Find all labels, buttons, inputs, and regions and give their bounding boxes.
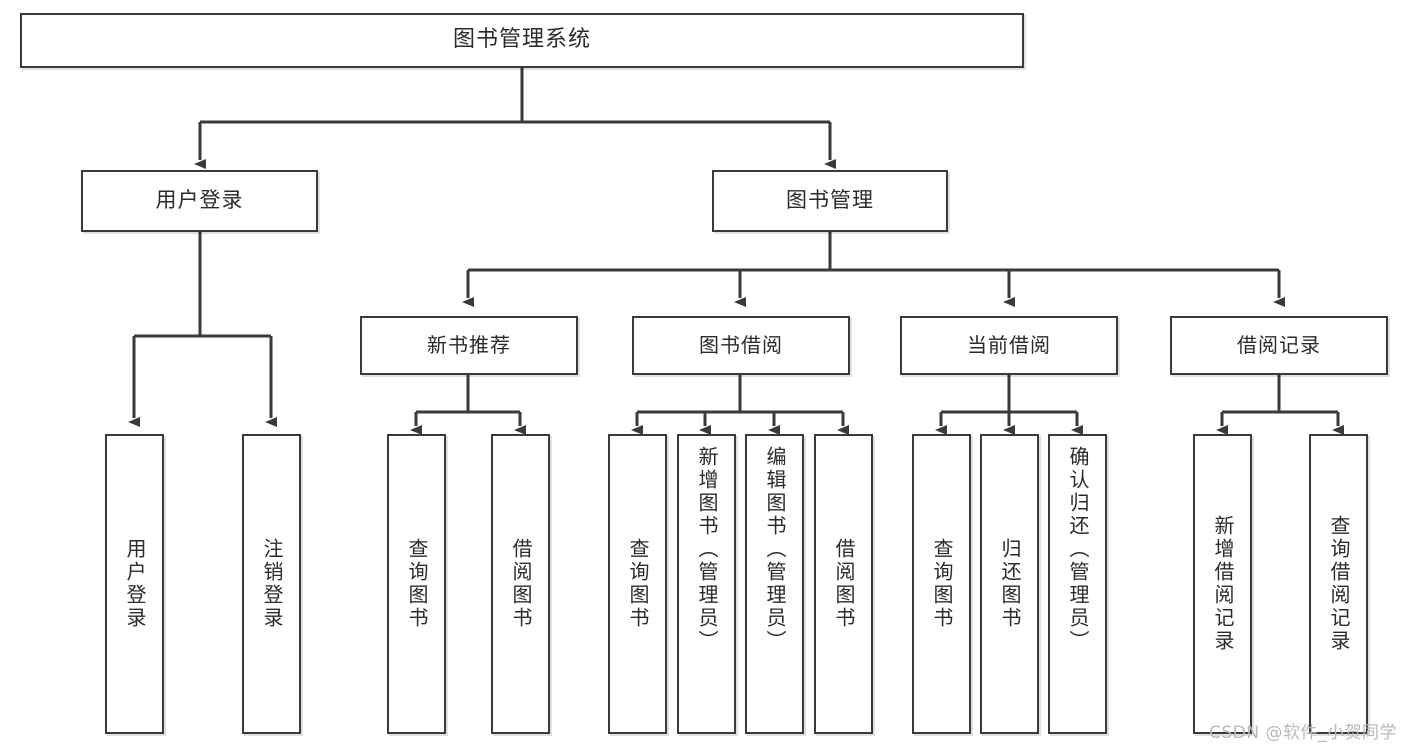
node-label: 借阅图书 (832, 538, 856, 630)
node-label: 新增图书（管理员） (695, 446, 719, 653)
node-borrow-record[interactable]: 借阅记录 (1170, 316, 1388, 375)
node-current-borrow[interactable]: 当前借阅 (900, 316, 1118, 375)
node-label: 用户登录 (123, 538, 147, 630)
node-label: 新书推荐 (427, 333, 511, 358)
node-leaf-add-borrow-record[interactable]: 新增借阅记录 (1193, 434, 1252, 734)
node-label: 当前借阅 (967, 333, 1051, 358)
node-leaf-borrow-book-recommend[interactable]: 借阅图书 (491, 434, 550, 734)
node-label: 新增借阅记录 (1211, 515, 1235, 653)
node-label: 查询图书 (626, 538, 650, 630)
node-leaf-borrow-book[interactable]: 借阅图书 (814, 434, 873, 734)
node-label: 图书管理系统 (452, 27, 591, 53)
node-label: 借阅记录 (1237, 333, 1321, 358)
node-label: 编辑图书（管理员） (763, 446, 787, 653)
node-leaf-return-book[interactable]: 归还图书 (980, 434, 1039, 734)
node-label: 图书借阅 (699, 333, 783, 358)
node-leaf-logout[interactable]: 注销登录 (242, 434, 301, 734)
node-leaf-user-login[interactable]: 用户登录 (105, 434, 164, 734)
node-label: 借阅图书 (509, 538, 533, 630)
node-book-management-system[interactable]: 图书管理系统 (20, 13, 1024, 68)
node-leaf-add-book[interactable]: 新增图书（管理员） (677, 434, 736, 734)
node-book-borrow[interactable]: 图书借阅 (632, 316, 850, 375)
node-leaf-query-book-current[interactable]: 查询图书 (912, 434, 971, 734)
node-label: 用户登录 (155, 188, 244, 213)
node-label: 图书管理 (786, 188, 874, 213)
node-leaf-query-book-recommend[interactable]: 查询图书 (387, 434, 446, 734)
node-label: 归还图书 (998, 538, 1022, 630)
watermark-text: CSDN @软件_小贺同学 (1209, 723, 1397, 743)
node-new-book-recommend[interactable]: 新书推荐 (360, 316, 578, 375)
node-label: 查询图书 (405, 538, 429, 630)
node-leaf-query-borrow-record[interactable]: 查询借阅记录 (1309, 434, 1368, 734)
node-label: 查询借阅记录 (1327, 515, 1351, 653)
node-label: 注销登录 (260, 538, 284, 630)
node-leaf-confirm-return[interactable]: 确认归还（管理员） (1048, 434, 1107, 734)
node-leaf-query-book-borrow[interactable]: 查询图书 (608, 434, 667, 734)
node-book-management[interactable]: 图书管理 (712, 170, 948, 232)
node-leaf-edit-book[interactable]: 编辑图书（管理员） (745, 434, 804, 734)
node-user-login[interactable]: 用户登录 (81, 170, 318, 232)
node-label: 查询图书 (930, 538, 954, 630)
node-label: 确认归还（管理员） (1066, 446, 1090, 653)
